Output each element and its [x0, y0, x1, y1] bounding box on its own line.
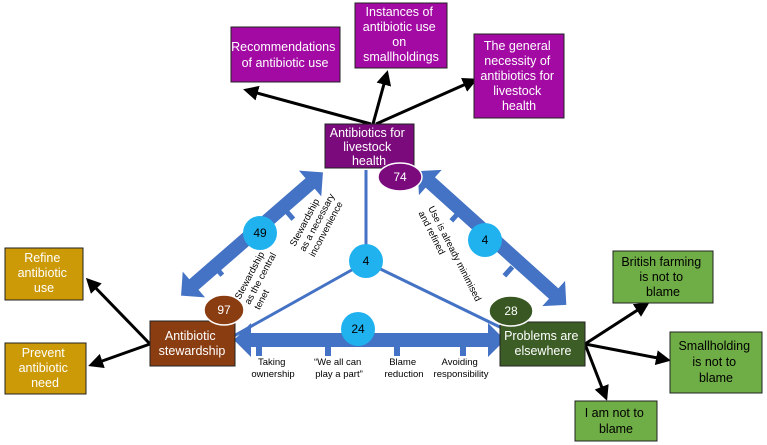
- subtheme-necessity: The general necessity of antibiotics for…: [473, 33, 565, 119]
- connector-refine: [85, 277, 152, 346]
- svg-text:Antibiotics for livestoc: Antibiotics for livestock health: [330, 126, 409, 168]
- subtheme-necessity-line1: The general: [484, 39, 551, 53]
- svg-text:I am not to blame: I am not to blame: [585, 406, 648, 436]
- subtheme-prevent-line2: antibiotic: [19, 361, 68, 375]
- edge-left-inner-label: Stewardship as the central tenet: [233, 244, 290, 312]
- subtheme-necessity-line5: health: [502, 99, 536, 113]
- count-oval-stewardship: 97: [203, 294, 245, 326]
- subtheme-smallholding-line3: blame: [699, 371, 733, 385]
- subtheme-refine-line2: antibiotic: [18, 266, 67, 280]
- subtheme-instances: Instances of antibiotic use on smallhold…: [354, 2, 448, 69]
- connector-prevent: [88, 342, 151, 369]
- subtheme-british-line1: British farming: [621, 255, 701, 269]
- connector-necessity: [375, 78, 478, 126]
- subtheme-smallholding-line1: Smallholding: [678, 339, 750, 353]
- connector-recommendations: [243, 85, 372, 126]
- theme-elsewhere: Problems are elsewhere: [499, 321, 586, 367]
- count-left-edge: 49: [253, 226, 267, 240]
- theme-antibiotics-line3: health: [352, 154, 386, 168]
- subtheme-instances-line2: antibiotic use: [363, 20, 436, 34]
- subtheme-connectors: [85, 70, 671, 401]
- tick-bottom-2: [325, 347, 331, 356]
- connector-iamnot: [583, 343, 609, 401]
- theme-elsewhere-line2: elsewhere: [515, 344, 572, 358]
- svg-text:Instances of antibiotic: Instances of antibiotic use on smallhold…: [363, 5, 439, 64]
- tick-bottom-1: [256, 347, 262, 356]
- theme-antibiotics-line2: livestock: [343, 140, 392, 154]
- theme-stewardship: Antibiotic stewardship: [149, 320, 236, 367]
- svg-text:Antibiotic stewardship: Antibiotic stewardship: [159, 329, 226, 358]
- count-antibiotics: 74: [393, 170, 407, 184]
- bottom-label-weall: “We all can play a part”: [314, 357, 364, 380]
- connector-instances: [371, 70, 392, 125]
- subtheme-instances-line4: smallholdings: [363, 50, 439, 64]
- subtheme-recommendations: Recommendations of antibiotic use: [230, 26, 341, 83]
- subtheme-instances-line3: on: [392, 35, 406, 49]
- bubble-center: 4: [349, 244, 383, 278]
- theme-stewardship-line1: Antibiotic: [165, 329, 216, 343]
- subtheme-instances-line1: Instances of: [366, 5, 434, 19]
- subtheme-british-line3: blame: [646, 285, 680, 299]
- tick-bottom-4: [460, 347, 466, 356]
- subtheme-refine-line3: use: [34, 281, 54, 295]
- bottom-label-avoiding: Avoiding responsibility: [434, 357, 489, 380]
- svg-text:Refine antibiotic: Refine antibiotic use: [18, 251, 71, 295]
- svg-text:British farming is not t: British farming is not to blame: [621, 255, 704, 299]
- subtheme-iamnot: I am not to blame: [574, 400, 658, 442]
- subtheme-recommendations-line1: Recommendations: [231, 40, 335, 54]
- count-oval-antibiotics: 74: [377, 162, 423, 192]
- subtheme-recommendations-line2: of antibiotic use: [242, 56, 329, 70]
- subtheme-iamnot-line2: blame: [599, 422, 633, 436]
- subtheme-refine-line1: Refine: [24, 251, 60, 265]
- theme-stewardship-line2: stewardship: [159, 344, 226, 358]
- center-line-left: [231, 260, 367, 339]
- bubble-bottom: 24: [341, 312, 375, 346]
- svg-text:Recommendations of antib: Recommendations of antibiotic use: [231, 40, 339, 70]
- center-line-right: [365, 260, 509, 333]
- theme-antibiotics-line1: Antibiotics for: [330, 126, 405, 140]
- tick-outer: [283, 208, 296, 221]
- count-elsewhere: 28: [504, 304, 518, 318]
- subtheme-smallholding: Smallholding is not to blame: [669, 331, 763, 394]
- count-bottom-edge: 24: [351, 322, 365, 336]
- subtheme-necessity-line4: livestock: [493, 84, 542, 98]
- subtheme-british-line2: is not to: [639, 270, 683, 284]
- bottom-edge-labels: Taking ownership “We all can play a part…: [251, 357, 488, 380]
- tick-right-2: [502, 265, 515, 278]
- subtheme-prevent-line1: Prevent: [22, 346, 66, 360]
- tick-bottom-3: [394, 347, 400, 356]
- svg-text:The general necessity of: The general necessity of antibiotics for…: [480, 39, 557, 113]
- subtheme-necessity-line3: antibiotics for: [480, 69, 554, 83]
- subtheme-refine: Refine antibiotic use: [4, 247, 84, 301]
- count-right-edge: 4: [482, 233, 489, 247]
- subtheme-smallholding-line2: is not to: [692, 355, 736, 369]
- count-center: 4: [363, 254, 370, 268]
- count-oval-elsewhere: 28: [488, 295, 534, 327]
- connector-smallholding: [584, 342, 671, 366]
- tick-inner: [212, 264, 225, 277]
- theme-antibiotics: Antibiotics for livestock health: [324, 123, 415, 169]
- connector-british: [584, 302, 650, 346]
- bubble-right: 4: [468, 223, 502, 257]
- count-stewardship: 97: [217, 303, 231, 317]
- bubble-left: 49: [243, 216, 277, 250]
- subtheme-prevent-line3: need: [31, 376, 59, 390]
- svg-text:Prevent antibiotic: Prevent antibiotic need: [19, 346, 72, 390]
- bottom-label-blame: Blame reduction: [384, 357, 423, 380]
- subtheme-prevent: Prevent antibiotic need: [4, 342, 87, 395]
- bottom-label-taking: Taking ownership: [251, 357, 294, 380]
- subtheme-necessity-line2: necessity of: [484, 54, 551, 68]
- tick-right-1: [449, 210, 462, 223]
- svg-text:Problems are elsewhere: Problems are elsewhere: [504, 329, 582, 358]
- subtheme-british: British farming is not to blame: [612, 250, 714, 304]
- subtheme-iamnot-line1: I am not to: [585, 406, 644, 420]
- theme-elsewhere-line1: Problems are: [504, 329, 578, 343]
- svg-text:Smallholding is not to: Smallholding is not to blame: [678, 339, 753, 385]
